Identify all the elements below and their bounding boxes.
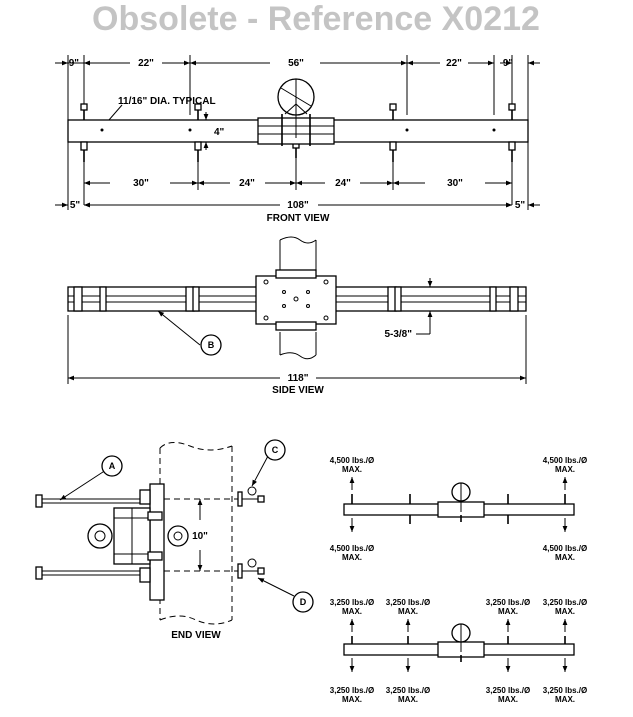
load2-top-2-max: MAX. [398,607,418,616]
dim-bottom-2: 24" [239,178,255,189]
dim-top-1: 9" [69,58,80,69]
load2-top-4-max: MAX. [555,607,575,616]
load-top-left-max: MAX. [342,465,362,474]
load2-bottom-4-max: MAX. [555,695,575,704]
load-top-left: 4,500 lbs./Ø [330,456,374,465]
svg-text:B: B [208,340,215,350]
load2-top-3-max: MAX. [498,607,518,616]
load2-top-1-max: MAX. [342,607,362,616]
dim-overall-left: 5" [70,200,81,211]
load-top-right-max: MAX. [555,465,575,474]
dim-top-2: 22" [138,58,154,69]
svg-text:A: A [109,461,116,471]
load2-bottom-2: 3,250 lbs./Ø [386,686,430,695]
dim-bottom-3: 24" [335,178,351,189]
load2-top-1: 3,250 lbs./Ø [330,598,374,607]
load-bottom-left: 4,500 lbs./Ø [330,544,374,553]
load2-top-3: 3,250 lbs./Ø [486,598,530,607]
load2-bottom-1: 3,250 lbs./Ø [330,686,374,695]
dim-bottom-1: 30" [133,178,149,189]
dim-top-3: 56" [288,58,304,69]
end-view: 10" A C D END VIEW [35,439,314,641]
hole-note: 11/16" DIA. TYPICAL [118,96,216,107]
load2-top-4: 3,250 lbs./Ø [543,598,587,607]
dim-overall-right: 5" [515,200,526,211]
load-bottom-left-max: MAX. [342,553,362,562]
load-top-right: 4,500 lbs./Ø [543,456,587,465]
side-view-label: SIDE VIEW [272,385,324,396]
svg-text:C: C [272,445,279,455]
load2-bottom-1-max: MAX. [342,695,362,704]
load-diagram-3250: 3,250 lbs./Ø MAX. 3,250 lbs./Ø MAX. 3,25… [330,598,587,704]
end-view-label: END VIEW [171,630,221,641]
load2-bottom-3: 3,250 lbs./Ø [486,686,530,695]
load2-bottom-2-max: MAX. [398,695,418,704]
dim-top-5: 9" [503,58,514,69]
dim-top-4: 22" [446,58,462,69]
dim-bottom-4: 30" [447,178,463,189]
front-view-label: FRONT VIEW [267,213,330,224]
load-bottom-right: 4,500 lbs./Ø [543,544,587,553]
load2-top-2: 3,250 lbs./Ø [386,598,430,607]
end-spacing-dim: 10" [192,531,208,542]
callout-c [264,439,286,461]
svg-text:D: D [300,597,307,607]
callout-a [101,455,123,477]
load2-bottom-4: 3,250 lbs./Ø [543,686,587,695]
side-overall-dim: 118" [288,373,309,384]
load-diagram-4500: 4,500 lbs./Ø MAX. 4,500 lbs./Ø MAX. 4,50… [330,456,587,562]
dim-overall: 108" [287,200,309,211]
front-view: 9" 22" 56" 22" 9" 11/16" DIA. TYPICAL [55,55,540,224]
callout-b [200,334,222,356]
load-bottom-right-max: MAX. [555,553,575,562]
drawing-title: Obsolete - Reference X0212 [92,0,540,38]
callout-d [292,591,314,613]
side-view: 5-3/8" B 118" SIDE VIEW [67,236,527,396]
side-width-dim: 5-3/8" [384,329,412,340]
dim-height: 4" [214,127,225,138]
load2-bottom-3-max: MAX. [498,695,518,704]
